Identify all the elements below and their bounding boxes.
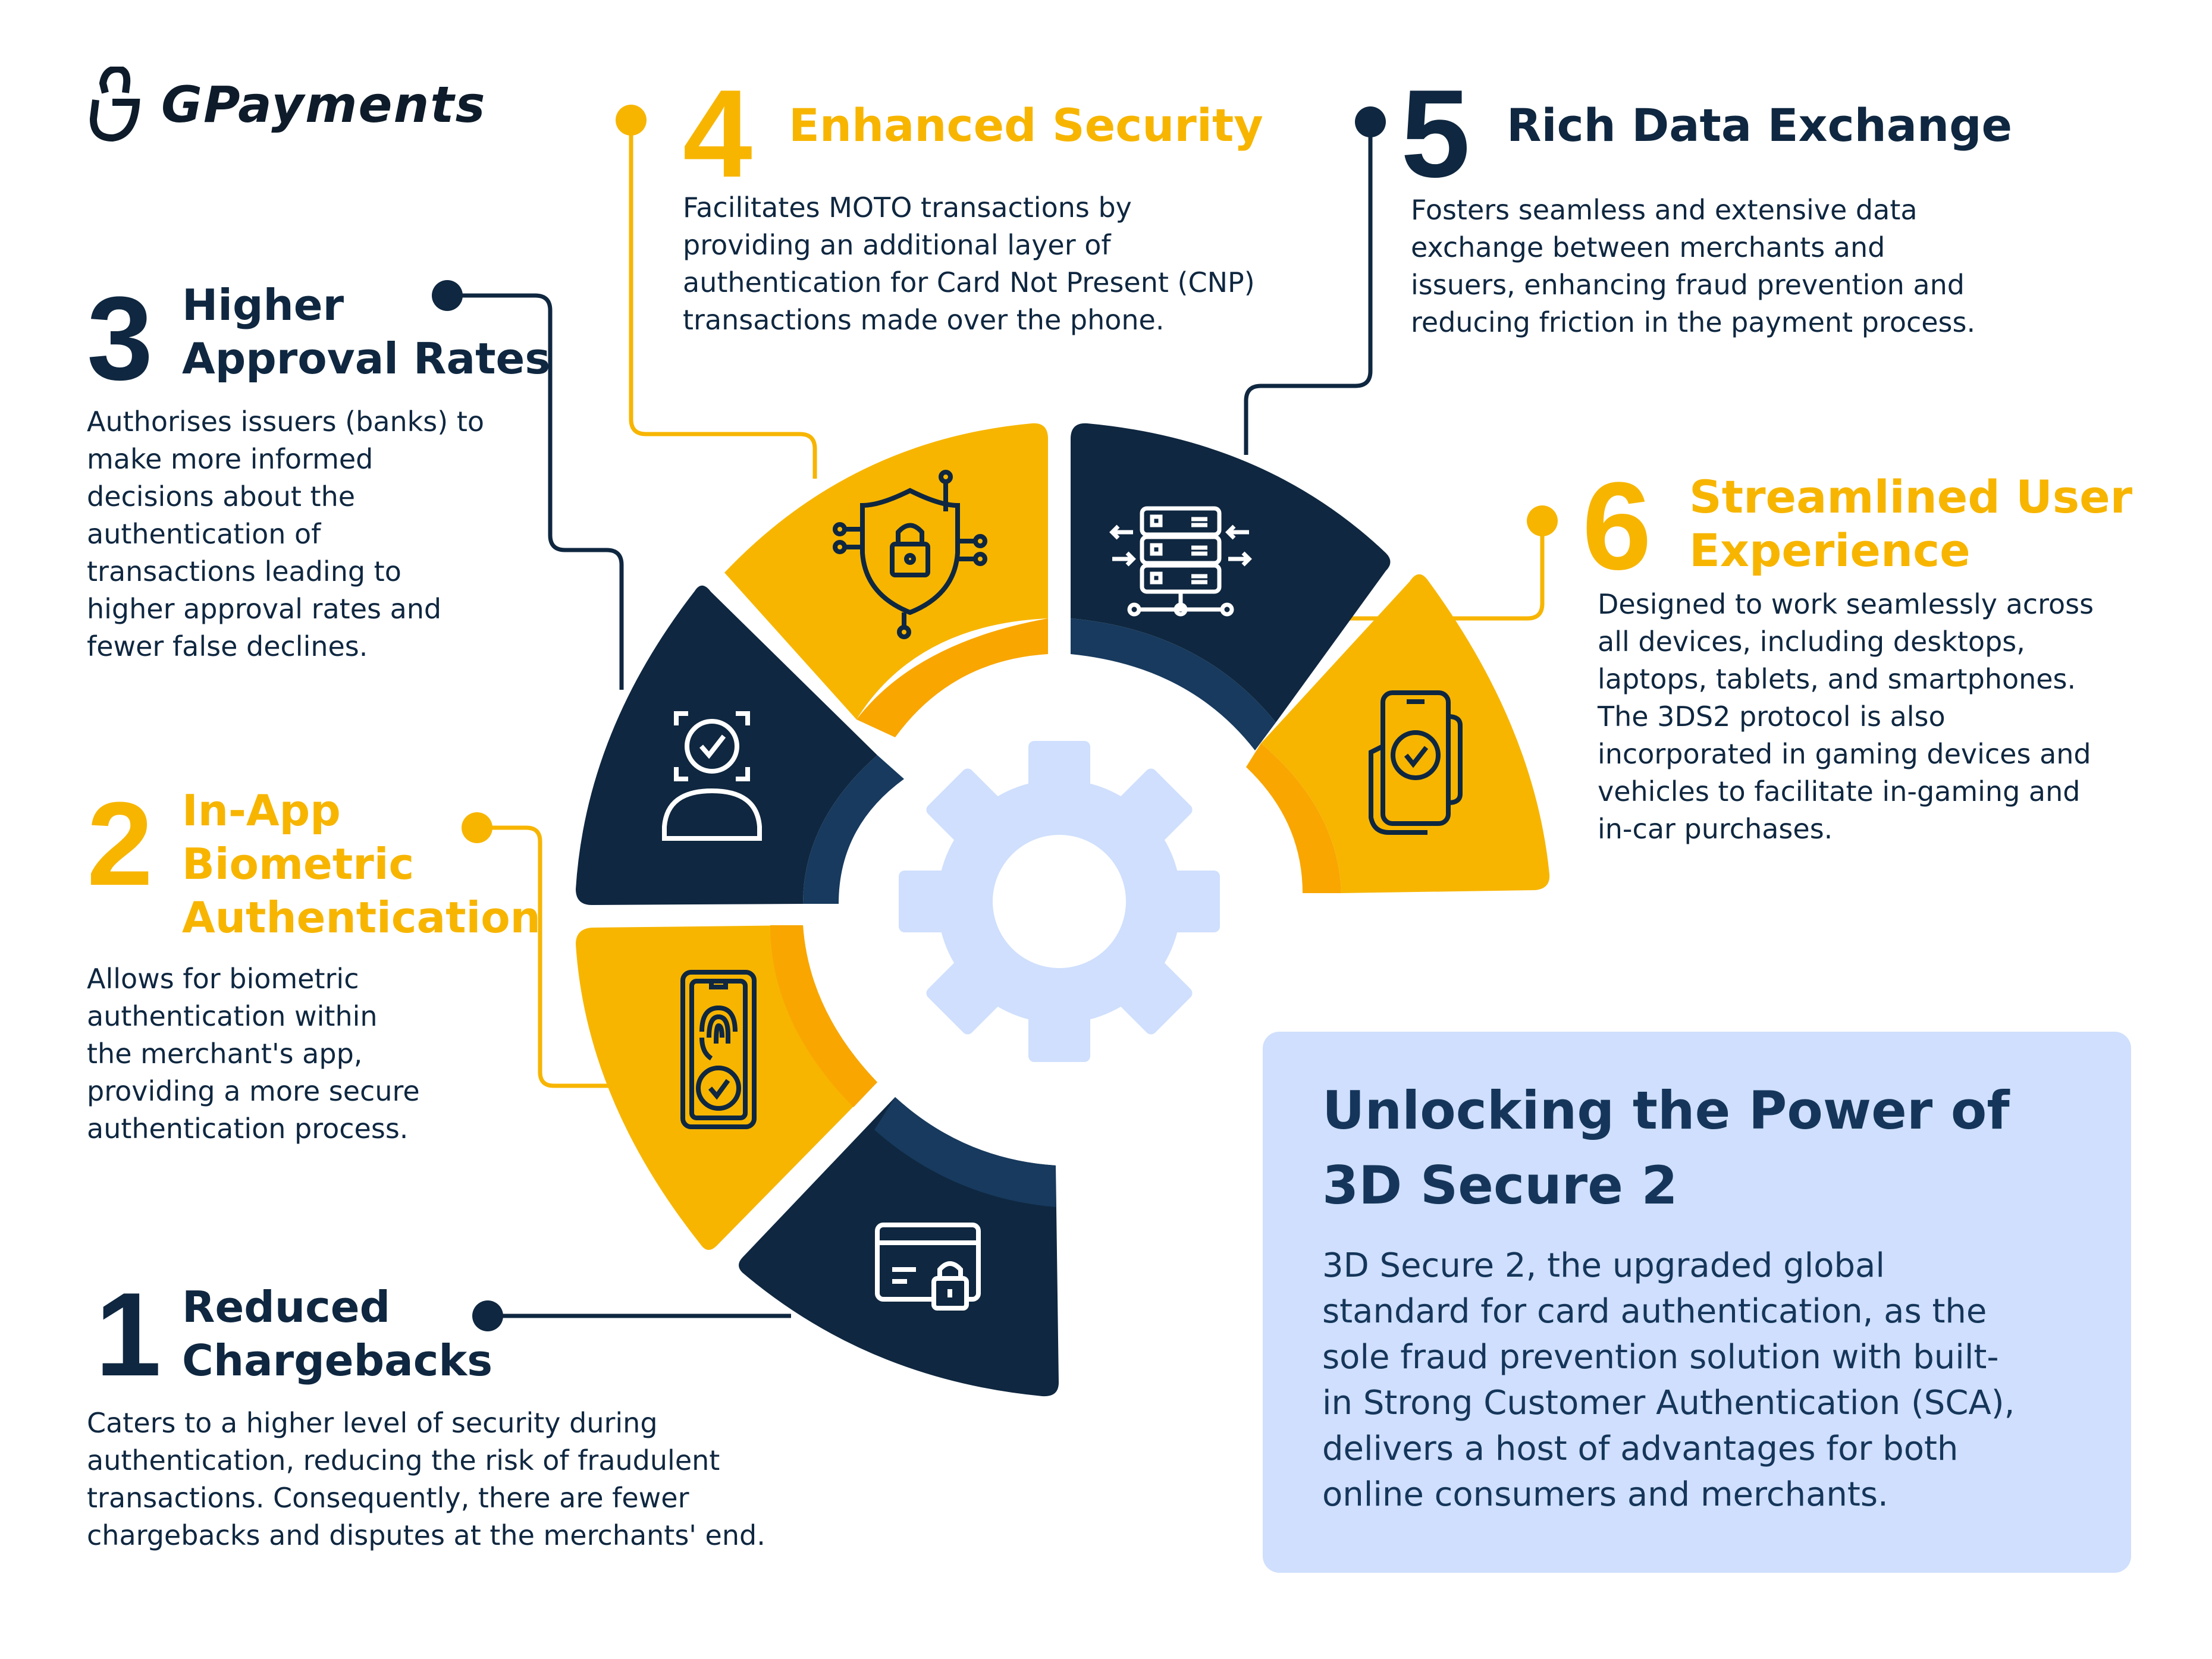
hand-phone-check-icon	[1369, 690, 1463, 835]
benefit-number: 1	[95, 1268, 162, 1401]
shield-lock-circuit-icon	[833, 470, 987, 639]
benefit-title: Rich Data Exchange	[1507, 99, 2013, 152]
connector-dots	[432, 105, 1558, 1331]
benefit-number: 3	[87, 272, 153, 405]
logo-text: GPayments	[161, 76, 487, 134]
benefit-6-description: Designed to work seamlessly across all d…	[1598, 588, 2094, 845]
benefit-title-line2: Experience	[1689, 524, 1971, 577]
benefit-title-line1: Streamlined User	[1689, 470, 2133, 523]
face-scan-check-icon	[662, 711, 762, 841]
padlock-g-icon	[89, 67, 140, 142]
benefit-title-line2: Approval Rates	[182, 334, 551, 384]
benefit-title-line1: In-App	[182, 785, 341, 835]
benefit-title-line2: Biometric	[182, 839, 415, 889]
benefit-4-description: Facilitates MOTO transactions by providi…	[683, 191, 1255, 336]
segment-4[interactable]	[724, 423, 1048, 737]
benefit-title-line3: Authentication	[182, 893, 541, 942]
benefit-3-description: Authorises issuers (banks) to make more …	[87, 406, 485, 662]
brand-logo: GPayments	[89, 67, 486, 143]
phone-fingerprint-icon	[680, 970, 757, 1129]
benefit-number: 4	[683, 64, 752, 203]
segment-3[interactable]	[576, 585, 904, 905]
info-box: Unlocking the Power of 3D Secure 2 3D Se…	[1263, 1032, 2131, 1573]
benefit-title-line1: Reduced	[182, 1282, 391, 1332]
benefit-number: 6	[1582, 456, 1652, 596]
benefit-5-description: Fosters seamless and extensive data exch…	[1411, 194, 1976, 338]
credit-card-lock-icon	[875, 1223, 981, 1311]
segment-1[interactable]	[739, 1097, 1059, 1397]
segment-5[interactable]	[1071, 423, 1391, 750]
benefit-title-line1: Higher	[182, 280, 344, 330]
benefit-title-line2: Chargebacks	[182, 1336, 493, 1385]
benefit-number: 5	[1401, 64, 1470, 203]
benefit-2-description: Allows for biometric authentication with…	[87, 963, 420, 1145]
gear-icon	[899, 741, 1220, 1062]
segment-2[interactable]	[576, 925, 877, 1250]
info-box-body: 3D Secure 2, the upgraded global standar…	[1322, 1246, 2015, 1514]
benefit-1-description: Caters to a higher level of security dur…	[87, 1407, 765, 1551]
benefit-title: Enhanced Security	[789, 99, 1263, 152]
benefit-number: 2	[87, 778, 153, 910]
server-exchange-icon	[1109, 506, 1252, 617]
info-box-title: Unlocking the Power of 3D Secure 2	[1322, 1080, 2010, 1216]
